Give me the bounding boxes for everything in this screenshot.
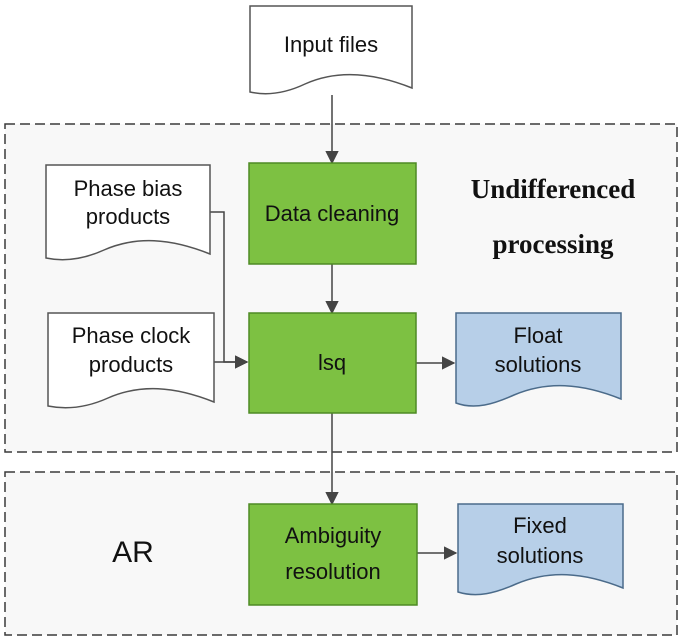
lsq-label: lsq (318, 350, 346, 375)
phase-bias-label-line2: products (86, 204, 170, 229)
process-lsq (248, 312, 417, 414)
fixed-solutions-label-line2: solutions (497, 543, 584, 568)
phase-clock-label-line2: products (89, 352, 173, 377)
float-solutions-label-line1: Float (514, 323, 563, 348)
ambiguity-label-line1: Ambiguity (285, 523, 382, 548)
group-undifferenced-title-line2: processing (492, 229, 614, 259)
phase-clock-label-line1: Phase clock (72, 323, 192, 348)
data-cleaning-label: Data cleaning (265, 201, 400, 226)
document-phase-bias-products (45, 164, 211, 261)
document-input-files (249, 5, 413, 95)
document-float-solutions (455, 312, 622, 407)
document-phase-clock-products (47, 312, 215, 409)
phase-bias-label-line1: Phase bias (74, 176, 183, 201)
ambiguity-label-line2: resolution (285, 559, 380, 584)
document-fixed-solutions (457, 503, 624, 596)
input-files-label: Input files (284, 32, 378, 57)
process-ambiguity-resolution (248, 503, 418, 606)
fixed-solutions-label-line1: Fixed (513, 513, 567, 538)
group-ar-title: AR (112, 536, 154, 569)
float-solutions-label-line2: solutions (495, 352, 582, 377)
group-undifferenced-title-line1: Undifferenced (471, 174, 635, 204)
process-data-cleaning (248, 162, 417, 265)
